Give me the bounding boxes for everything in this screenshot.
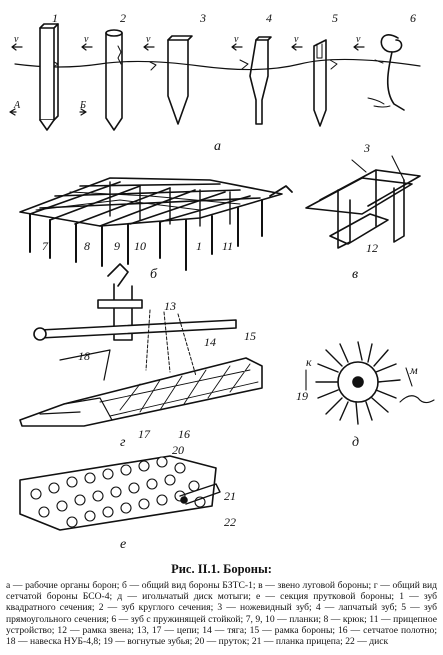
tooth-label-5: 5	[332, 11, 338, 25]
disc-label-22: 22	[224, 515, 236, 529]
tooth-knife	[167, 35, 193, 125]
arrow-v-label-3: v	[146, 34, 151, 45]
mesh-label-13: 13	[164, 299, 176, 313]
disc-label-21: 21	[224, 489, 236, 503]
arrow-v-label-5: v	[294, 34, 299, 45]
panel-a-teeth	[9, 23, 421, 131]
harrow-label-11: 11	[222, 239, 233, 253]
tooth-label-4: 4	[266, 11, 272, 25]
arrow-B-label: Б	[79, 100, 86, 111]
hoe-label-k: к	[306, 355, 312, 369]
arrow-A-label: А	[13, 100, 21, 111]
figure-caption: Рис. II.1. Бороны: а — рабочие органы бо…	[0, 562, 443, 647]
mesh-label-17: 17	[138, 427, 151, 441]
hoe-label-19: 19	[296, 389, 308, 403]
direction-arrows	[11, 43, 365, 51]
panel-label-v: в	[352, 267, 358, 282]
panel-label-g: г	[120, 435, 126, 450]
caption-title: Рис. II.1. Бороны:	[171, 562, 272, 576]
tooth-label-6: 6	[410, 11, 416, 25]
harrow-label-9: 9	[114, 239, 120, 253]
arrow-v-label-1: v	[14, 34, 19, 45]
panel-g-mesh-harrow	[19, 263, 263, 427]
harrow-label-7: 7	[42, 239, 49, 253]
tooth-spring	[367, 34, 405, 111]
link-label-12: 12	[366, 241, 378, 255]
hoe-label-m: м	[409, 363, 418, 377]
harrow-label-1b: 1	[196, 239, 202, 253]
arrow-v-label-6: v	[356, 34, 361, 45]
mesh-label-15: 15	[244, 329, 256, 343]
figure-harrows: 1 2 3 4 5 6 v v v v v v А Б а 7 8 9 10 1…	[9, 11, 435, 552]
mesh-label-18: 18	[78, 349, 90, 363]
panel-label-a: а	[214, 139, 221, 154]
harrow-label-10: 10	[134, 239, 146, 253]
panel-b-harrow	[19, 177, 293, 271]
mesh-label-16: 16	[178, 427, 190, 441]
tooth-square-section	[9, 23, 87, 131]
panel-label-b: б	[150, 267, 158, 282]
tooth-paw	[249, 36, 272, 125]
panel-label-e: е	[120, 537, 126, 552]
panel-d-hoe-disc	[305, 341, 435, 425]
mesh-label-14: 14	[204, 335, 216, 349]
disc-label-20: 20	[172, 443, 184, 457]
tooth-label-2: 2	[120, 11, 126, 25]
arrow-v-label-2: v	[84, 34, 89, 45]
tooth-label-3: 3	[199, 11, 206, 25]
harrow-label-8: 8	[84, 239, 90, 253]
tooth-round-section	[105, 29, 123, 131]
caption-body: а — рабочие органы борон; б — общий вид …	[6, 580, 437, 648]
panel-label-d: д	[352, 435, 359, 450]
arrow-v-label-4: v	[234, 34, 239, 45]
link-label-3: 3	[363, 141, 370, 155]
panel-e-rod-section	[19, 455, 221, 531]
panel-v-link	[305, 155, 421, 249]
tooth-rectangular	[313, 39, 327, 127]
tooth-label-1: 1	[52, 11, 58, 25]
